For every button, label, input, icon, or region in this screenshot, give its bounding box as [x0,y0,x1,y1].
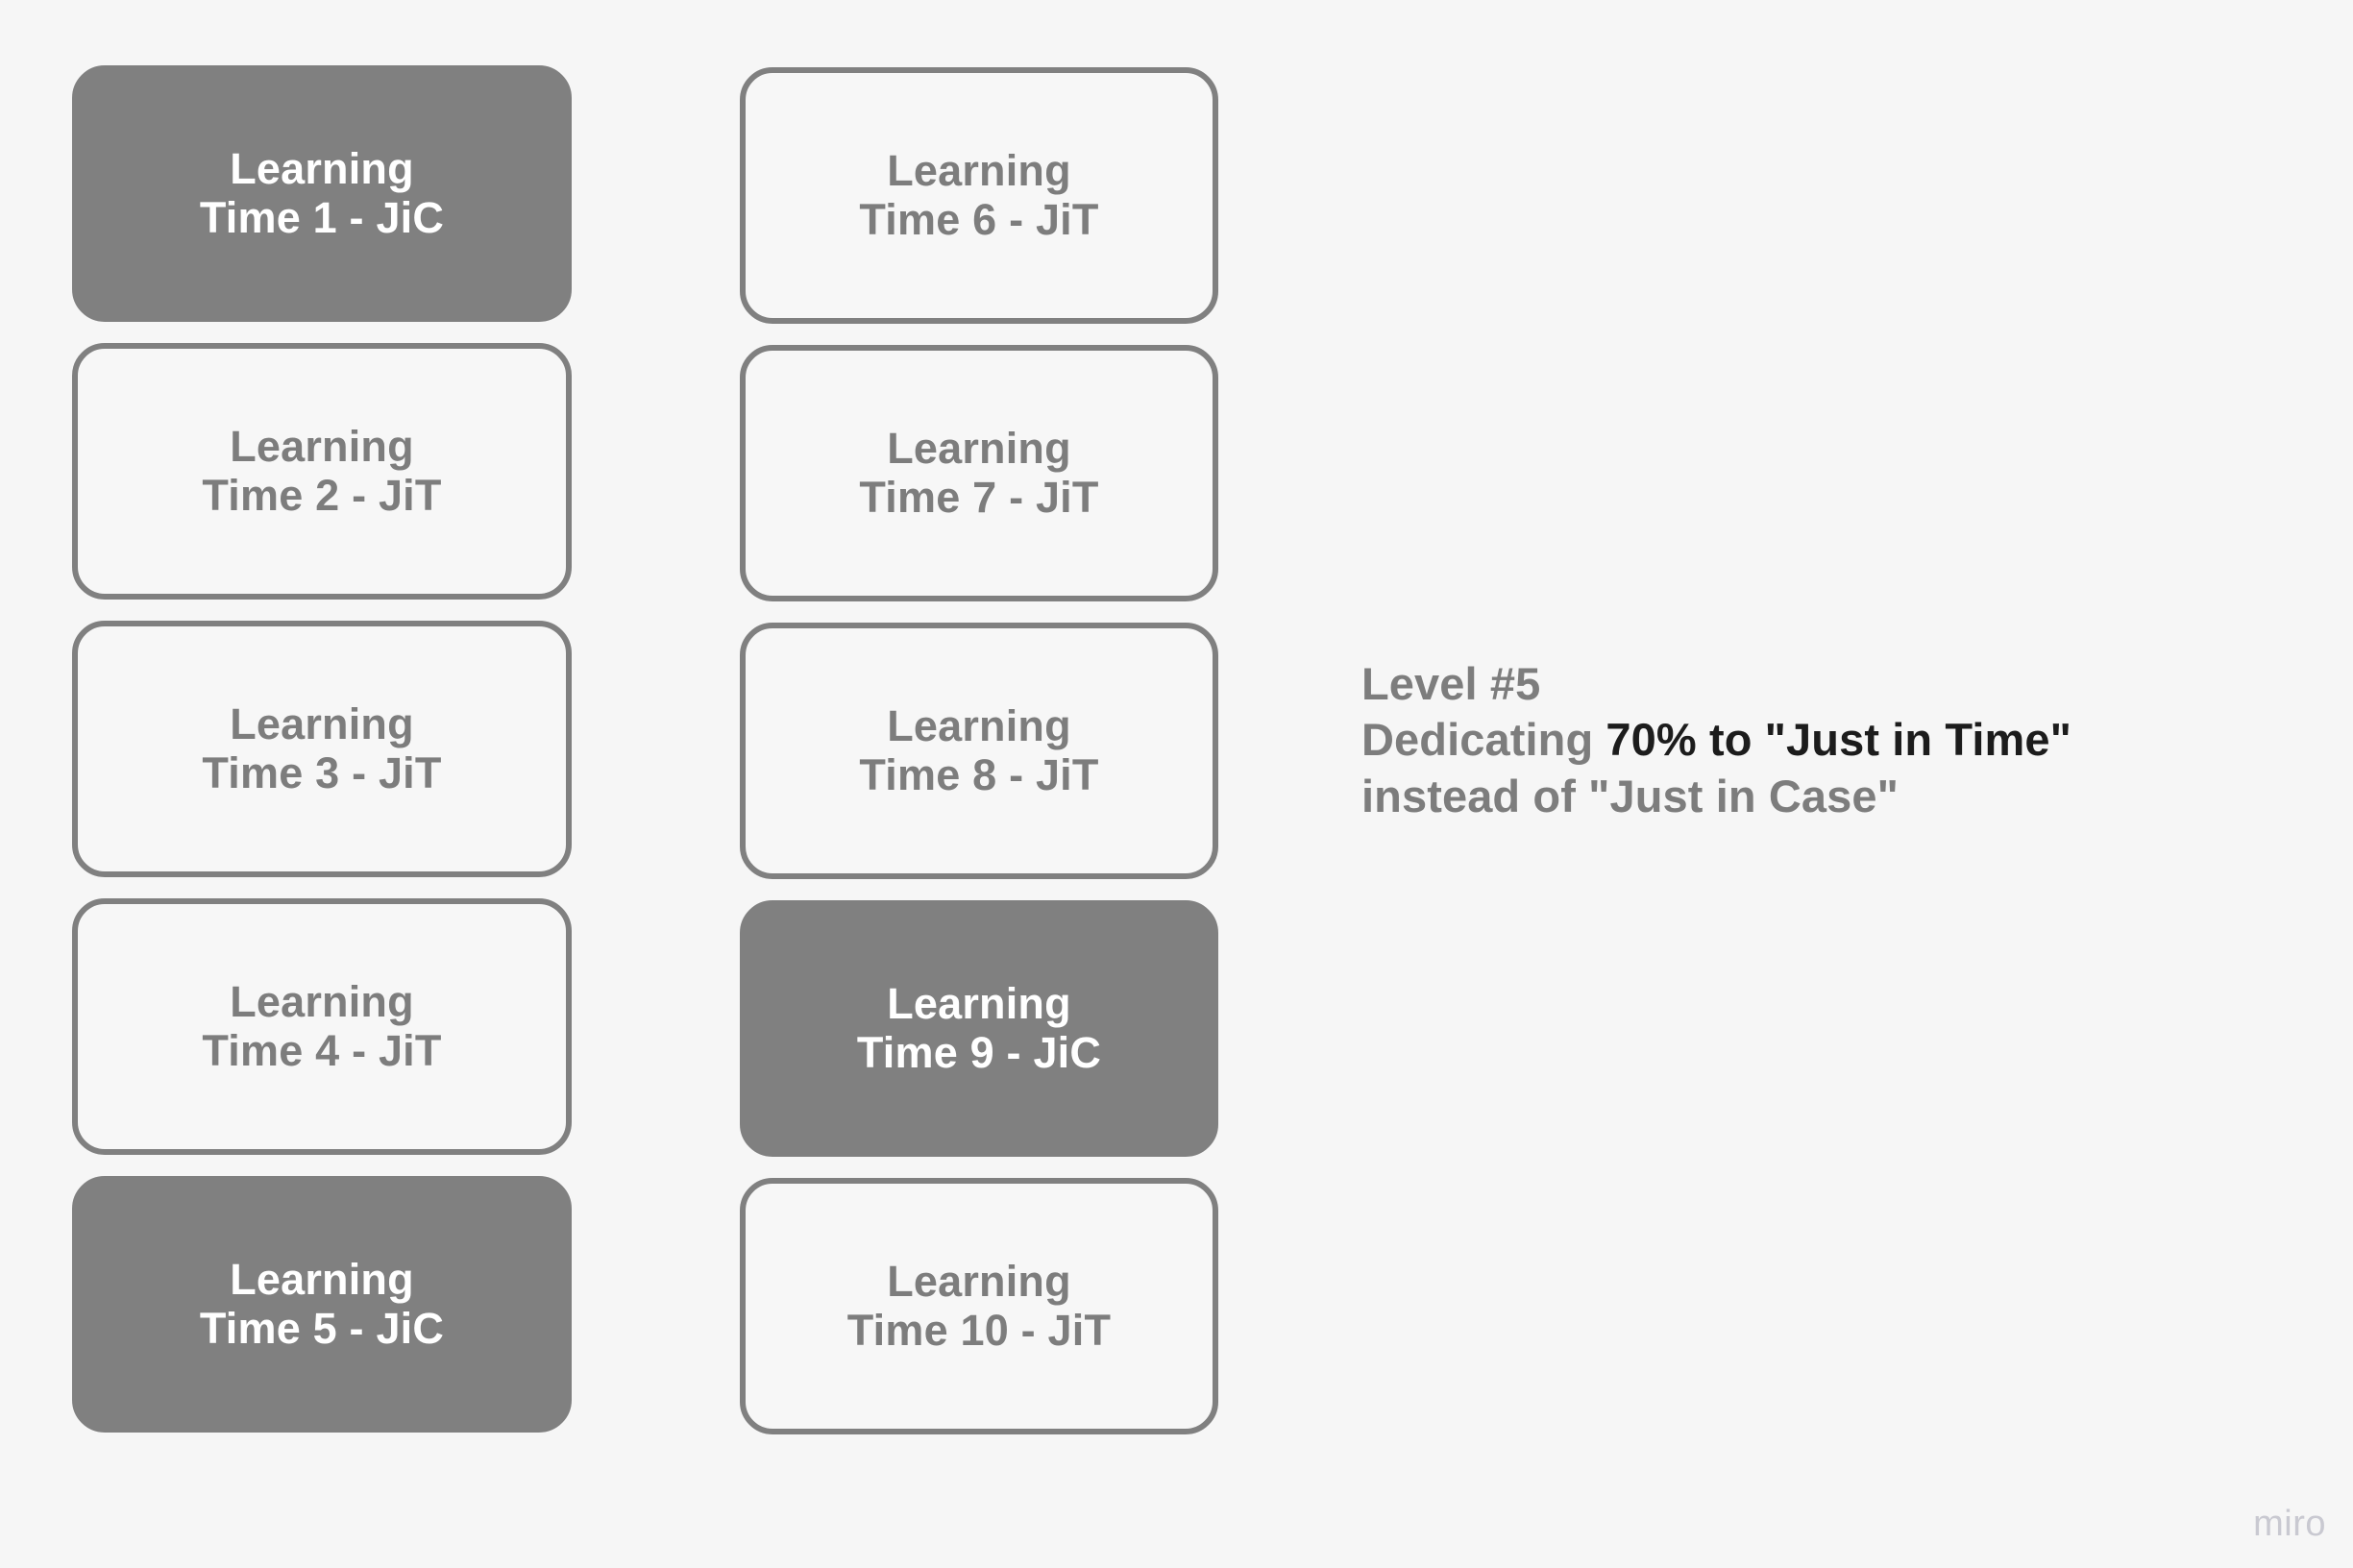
annotation-line-dedicating: Dedicating 70% to "Just in Time" [1361,712,2332,768]
card-line-primary: Learning [230,977,414,1027]
card-line-secondary: Time 5 - JiC [199,1303,445,1353]
card-line-primary: Learning [887,146,1071,196]
card-line-primary: Learning [887,979,1071,1029]
card-line-primary: Learning [230,699,414,749]
miro-watermark: miro [2253,1504,2326,1544]
annotation-line-instead: instead of "Just in Case" [1361,770,1899,821]
card-line-secondary: Time 7 - JiT [859,472,1099,522]
card-line-secondary: Time 2 - JiT [202,470,442,520]
card-line-primary: Learning [887,1257,1071,1307]
card-line-primary: Learning [230,144,414,194]
annotation-dedicating-highlight: 70% to "Just in Time" [1605,714,2072,766]
card-line-primary: Learning [230,1255,414,1305]
card-line-secondary: Time 3 - JiT [202,747,442,797]
card-line-secondary: Time 6 - JiT [859,194,1099,244]
annotation-text-block: Level #5 Dedicating 70% to "Just in Time… [1361,656,2332,824]
card-line-secondary: Time 9 - JiC [856,1027,1102,1077]
card-line-secondary: Time 10 - JiT [846,1305,1112,1355]
card-line-secondary: Time 1 - JiC [199,192,445,242]
annotation-line-level: Level #5 [1361,658,1541,709]
card-line-primary: Learning [887,424,1071,474]
card-line-secondary: Time 8 - JiT [859,749,1099,799]
card-line-primary: Learning [230,422,414,472]
card-line-secondary: Time 4 - JiT [202,1025,442,1075]
annotation-dedicating-prefix: Dedicating [1361,714,1606,766]
card-line-primary: Learning [887,701,1071,751]
